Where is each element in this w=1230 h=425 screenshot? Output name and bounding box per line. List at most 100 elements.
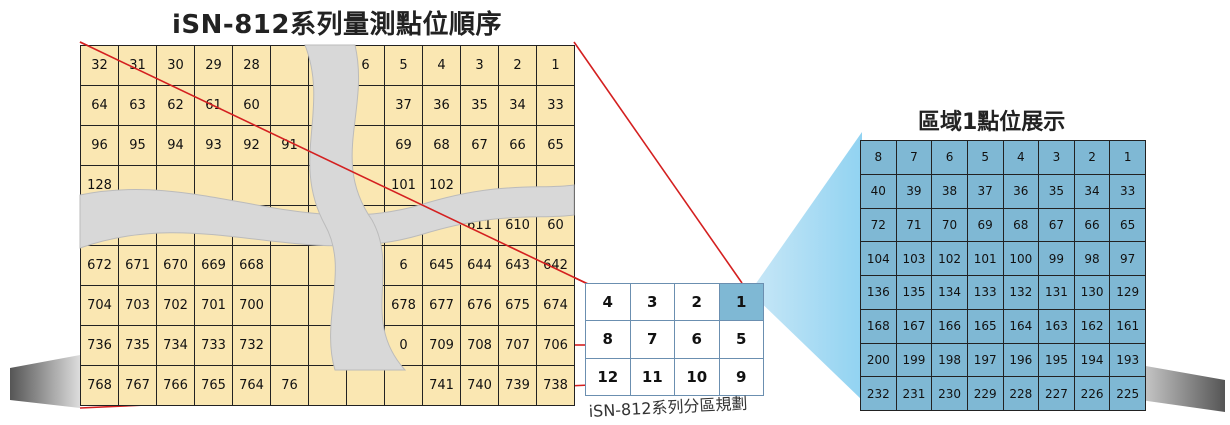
left-grid-cell <box>384 365 423 406</box>
left-grid-cell: 101 <box>384 165 423 206</box>
left-grid-cell: 643 <box>498 245 537 286</box>
region-grid-cell: 4 <box>585 283 631 322</box>
right-grid-cell: 168 <box>860 308 897 344</box>
left-grid-cell: 645 <box>422 245 461 286</box>
left-grid-cell: 638 <box>156 205 195 246</box>
left-grid-cell: 6 <box>346 45 385 86</box>
right-grid-cell: 196 <box>1002 342 1040 378</box>
left-grid-cell <box>346 325 385 366</box>
right-grid-cell: 134 <box>931 275 968 310</box>
left-grid-cell: 637 <box>194 205 233 246</box>
right-grid-cell: 35 <box>1038 173 1075 209</box>
left-grid-cell <box>118 165 157 206</box>
left-grid-cell: 767 <box>118 365 157 406</box>
left-grid-cell: 678 <box>384 285 423 326</box>
left-grid-cell: 33 <box>536 85 575 126</box>
right-grid-cell: 162 <box>1073 308 1111 344</box>
left-grid-cell <box>346 285 385 326</box>
region-grid-cell: 3 <box>629 283 675 322</box>
left-grid-cell <box>308 245 347 286</box>
left-grid-cell <box>80 205 119 246</box>
left-grid-cell <box>270 285 309 326</box>
left-grid-cell: 29 <box>194 45 233 86</box>
left-grid-cell: 64 <box>80 85 119 126</box>
left-grid-cell <box>460 165 499 206</box>
left-grid-cell: 706 <box>536 325 575 366</box>
right-grid-cell: 195 <box>1038 342 1075 378</box>
right-grid-cell: 166 <box>931 308 968 344</box>
left-grid-cell <box>346 365 385 406</box>
left-grid-cell: 93 <box>194 125 233 166</box>
left-grid-cell: 0 <box>384 325 423 366</box>
left-grid-cell: 740 <box>460 365 499 406</box>
right-grid-cell: 130 <box>1073 275 1111 310</box>
left-grid-cell: 764 <box>232 365 271 406</box>
left-grid-cell <box>346 165 385 206</box>
right-grid-cell: 2 <box>1073 140 1111 175</box>
left-grid-cell: 6 <box>384 245 423 286</box>
right-grid-cell: 38 <box>931 173 968 209</box>
right-grid-cell: 36 <box>1002 173 1040 209</box>
right-grid-cell: 129 <box>1109 275 1146 310</box>
right-grid-cell: 5 <box>966 140 1004 175</box>
left-grid-cell <box>498 165 537 206</box>
left-grid-cell: 677 <box>422 285 461 326</box>
right-grid-cell: 161 <box>1109 308 1146 344</box>
left-grid-cell: 96 <box>80 125 119 166</box>
left-grid-cell: 707 <box>498 325 537 366</box>
left-grid-cell: 702 <box>156 285 195 326</box>
right-grid-cell: 132 <box>1002 275 1040 310</box>
left-grid-cell: 67 <box>460 125 499 166</box>
left-grid-cell: 708 <box>460 325 499 366</box>
left-grid-cell: 3 <box>460 45 499 86</box>
left-grid-cell: 701 <box>194 285 233 326</box>
region-grid-cell: 9 <box>718 357 764 396</box>
left-grid-cell: 60 <box>536 205 575 246</box>
right-grid-cell: 99 <box>1038 241 1075 276</box>
left-grid-cell <box>346 205 385 246</box>
guide-line-top <box>573 41 743 284</box>
left-grid-cell: 1 <box>536 45 575 86</box>
left-grid-cell <box>308 205 347 246</box>
right-grid-cell: 230 <box>931 376 968 411</box>
left-grid-cell: 31 <box>118 45 157 86</box>
left-grid-cell: 4 <box>422 45 461 86</box>
left-grid-cell <box>270 205 309 246</box>
left-grid-cell: 92 <box>232 125 271 166</box>
right-grid-cell: 100 <box>1002 241 1040 276</box>
right-grid-cell: 167 <box>895 308 933 344</box>
left-grid-cell: 644 <box>460 245 499 286</box>
left-grid-cell <box>308 325 347 366</box>
right-grid-cell: 34 <box>1073 173 1111 209</box>
right-grid-cell: 70 <box>931 207 968 243</box>
right-grid-cell: 69 <box>966 207 1004 243</box>
region-grid-cell: 12 <box>585 357 631 396</box>
right-grid-cell: 131 <box>1038 275 1075 310</box>
left-grid-cell: 37 <box>384 85 423 126</box>
right-grid-cell: 194 <box>1073 342 1111 378</box>
left-grid-cell: 123 <box>308 165 347 206</box>
left-grid-cell: 36 <box>422 85 461 126</box>
left-grid-cell <box>536 165 575 206</box>
right-grid-cell: 133 <box>966 275 1004 310</box>
right-grid-cell: 163 <box>1038 308 1075 344</box>
left-grid-cell: 736 <box>80 325 119 366</box>
right-grid-cell: 68 <box>1002 207 1040 243</box>
right-grid-cell: 101 <box>966 241 1004 276</box>
right-grid-cell: 197 <box>966 342 1004 378</box>
region-grid-cell: 7 <box>629 320 675 359</box>
region-grid-cell: 10 <box>674 357 720 396</box>
left-grid-cell: 2 <box>498 45 537 86</box>
left-grid-cell: 704 <box>80 285 119 326</box>
left-grid-cell <box>308 45 347 86</box>
left-grid-cell: 738 <box>536 365 575 406</box>
right-grid-cell: 39 <box>895 173 933 209</box>
left-grid-cell <box>118 205 157 246</box>
right-grid-cell: 232 <box>860 376 897 411</box>
left-grid-cell: 739 <box>498 365 537 406</box>
right-grid-cell: 67 <box>1038 207 1075 243</box>
right-grid-cell: 164 <box>1002 308 1040 344</box>
left-grid-cell: 733 <box>194 325 233 366</box>
left-grid-cell: 102 <box>422 165 461 206</box>
left-grid-cell: 76 <box>270 365 309 406</box>
